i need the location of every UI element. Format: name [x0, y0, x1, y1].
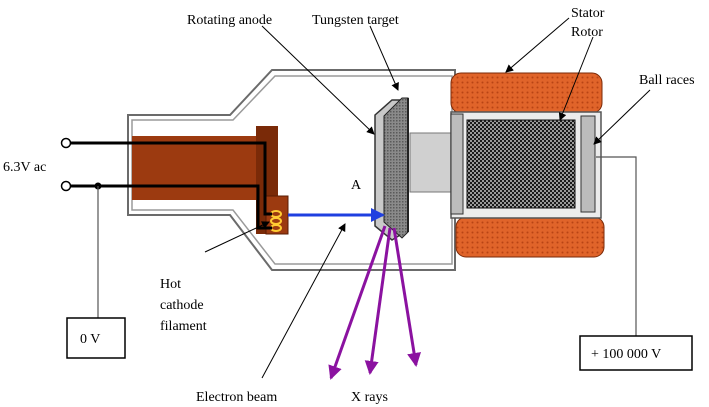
label-tungsten-target: Tungsten target: [312, 13, 399, 28]
label-rotating-anode: Rotating anode: [187, 13, 272, 28]
leader-stator: [505, 17, 570, 73]
label-stator: Stator: [571, 6, 605, 21]
zero-volt-box: [66, 317, 126, 359]
label-rotor: Rotor: [571, 25, 603, 40]
high-voltage-box: [579, 335, 693, 371]
glass-envelope-inner: [131, 75, 453, 265]
rotor-end-left: [450, 113, 464, 215]
ac-terminal-bottom: [60, 180, 72, 192]
tungsten-target-surface: [383, 97, 409, 239]
leader-electron-beam: [261, 223, 346, 379]
stator-bottom: [455, 216, 605, 258]
label-ball-races: Ball races: [639, 73, 695, 88]
high-voltage-label: + 100 000 V: [591, 347, 661, 362]
leader-rotating-anode: [261, 25, 375, 135]
leader-lines: [204, 17, 651, 379]
leader-tungsten-target: [369, 25, 399, 91]
label-hot-cathode-1: Hot: [160, 277, 181, 292]
x-ray-arrow-1: [328, 225, 387, 380]
label-hot-cathode-3: filament: [160, 319, 207, 334]
wire-high-voltage: [596, 156, 637, 336]
leader-rotor: [558, 36, 594, 121]
cathode-body: [132, 136, 258, 200]
leader-hot-cathode: [204, 221, 270, 253]
stator-top: [450, 72, 603, 114]
anode-shaft: [409, 132, 457, 193]
zero-volt-label: 0 V: [80, 332, 100, 347]
label-electron-beam: Electron beam: [196, 390, 277, 405]
ac-terminal-top: [60, 137, 72, 149]
wire-top: [71, 141, 272, 216]
label-x-rays: X rays: [351, 390, 388, 405]
ball-race-right: [580, 115, 596, 213]
label-point-a: A: [351, 178, 362, 193]
x-ray-arrows: [328, 225, 422, 380]
x-ray-arrow-2: [364, 227, 392, 375]
x-ray-arrow-3: [392, 227, 422, 367]
leader-ball-races: [593, 89, 651, 145]
rotor-core: [466, 119, 576, 209]
glass-envelope-outer: [127, 69, 456, 271]
label-voltage-ac: 6.3V ac: [3, 160, 46, 175]
label-hot-cathode-2: cathode: [160, 298, 204, 313]
